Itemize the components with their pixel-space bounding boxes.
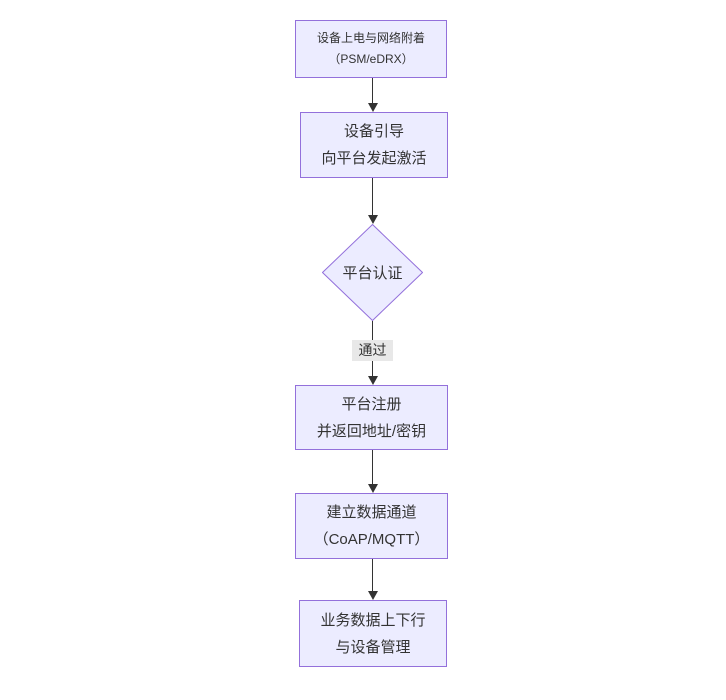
edge-label-pass: 通过 bbox=[352, 340, 393, 361]
flow-node-bootstrap: 设备引导 向平台发起激活 bbox=[300, 112, 448, 178]
node-label-line: 并返回地址/密钥 bbox=[316, 422, 427, 440]
decision-node-platform-auth: 平台认证 bbox=[322, 224, 423, 321]
edge-line bbox=[372, 559, 373, 593]
flow-node-business: 业务数据上下行 与设备管理 bbox=[299, 600, 447, 667]
arrowhead-icon bbox=[367, 103, 378, 112]
node-label-line: 设备上电与网络附着 bbox=[316, 31, 425, 45]
diamond-shape bbox=[322, 224, 423, 321]
node-label-line: 建立数据通道 bbox=[326, 504, 417, 521]
flow-node-register: 平台注册 并返回地址/密钥 bbox=[295, 385, 448, 450]
node-label-line: 向平台发起激活 bbox=[321, 150, 427, 167]
arrowhead-icon bbox=[367, 215, 378, 224]
node-label-line: 设备引导 bbox=[343, 123, 404, 140]
edge-line bbox=[372, 450, 373, 486]
node-label-line: （PSM/eDRX） bbox=[328, 52, 414, 66]
node-label-line: 平台注册 bbox=[341, 395, 402, 413]
flow-node-data-channel: 建立数据通道 （CoAP/MQTT） bbox=[295, 493, 448, 559]
edge-line bbox=[372, 178, 373, 217]
node-label-line: 与设备管理 bbox=[335, 638, 411, 656]
arrowhead-icon bbox=[367, 484, 378, 493]
node-label-line: 业务数据上下行 bbox=[320, 611, 426, 629]
edge-line bbox=[372, 78, 373, 105]
flow-node-power-attach: 设备上电与网络附着 （PSM/eDRX） bbox=[295, 20, 447, 78]
node-label-line: 平台认证 bbox=[342, 265, 403, 282]
arrowhead-icon bbox=[367, 591, 378, 600]
node-label-line: （CoAP/MQTT） bbox=[313, 531, 430, 548]
arrowhead-icon bbox=[367, 376, 378, 385]
